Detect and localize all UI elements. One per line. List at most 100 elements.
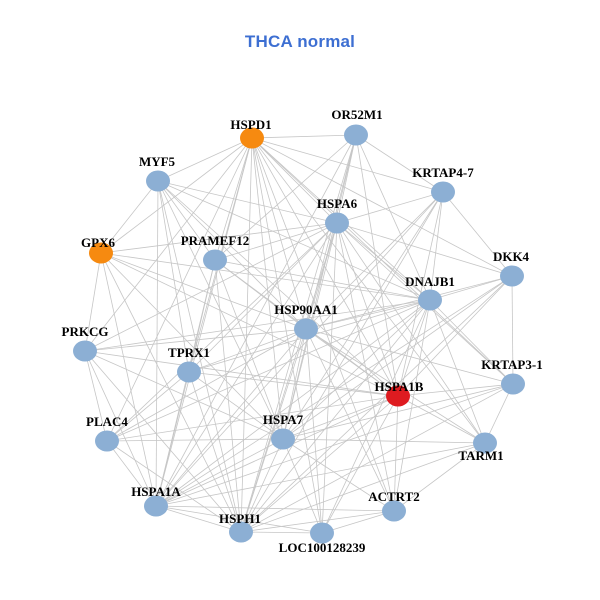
edge [214, 137, 253, 261]
edge [106, 440, 242, 533]
edge [251, 137, 513, 277]
edge [84, 252, 102, 352]
edge [282, 275, 513, 440]
node-label-DNAJB1: DNAJB1 [405, 274, 455, 289]
edge [84, 350, 284, 440]
edge [240, 191, 444, 533]
edge [429, 299, 514, 385]
edge [155, 395, 399, 507]
edge [336, 222, 395, 512]
edge [321, 299, 431, 534]
node-label-TPRX1: TPRX1 [168, 345, 210, 360]
node-GPX6 [89, 242, 113, 264]
node-TARM1 [473, 432, 497, 454]
edge [100, 252, 399, 397]
edge [305, 328, 323, 534]
node-label-GPX6: GPX6 [81, 235, 115, 250]
edge [214, 259, 284, 440]
edge [84, 350, 108, 442]
edge [155, 505, 242, 533]
node-ACTRT2 [382, 500, 406, 522]
edge [240, 299, 431, 533]
node-KRTAP3-1 [501, 373, 525, 395]
edge [355, 134, 431, 301]
edge [155, 299, 431, 507]
node-HSPA7 [271, 428, 295, 450]
edge [393, 395, 399, 512]
edge [251, 137, 444, 193]
edge [251, 137, 395, 512]
edge [240, 222, 338, 533]
edge [188, 371, 399, 397]
node-PRAMEF12 [203, 249, 227, 271]
edge [251, 137, 338, 224]
edge [106, 299, 431, 442]
node-label-PRAMEF12: PRAMEF12 [181, 233, 250, 248]
edge [106, 395, 399, 442]
node-HSPA6 [325, 212, 349, 234]
edge [157, 180, 399, 397]
edge [106, 371, 190, 442]
edge [157, 180, 431, 301]
edge [321, 510, 395, 534]
edge [155, 134, 357, 507]
edge [397, 383, 514, 397]
edge [157, 137, 253, 182]
node-label-HSPH1: HSPH1 [219, 511, 261, 526]
node-label-ACTRT2: ACTRT2 [368, 489, 420, 504]
edge [305, 275, 513, 330]
edge [511, 275, 514, 385]
edge [321, 395, 399, 534]
edge [282, 191, 444, 440]
node-TPRX1 [177, 361, 201, 383]
edge [282, 438, 395, 512]
edge [240, 395, 399, 533]
edge [155, 505, 395, 512]
edge [393, 299, 431, 512]
node-label-HSPA6: HSPA6 [317, 196, 358, 211]
edge [84, 222, 338, 352]
edge [251, 137, 323, 534]
node-HSP90AA1 [294, 318, 318, 340]
edge [240, 275, 513, 533]
edge [282, 134, 357, 440]
edge [336, 222, 513, 277]
edge [157, 180, 284, 440]
edge [155, 442, 486, 507]
edge [157, 180, 338, 224]
edge [188, 371, 284, 440]
edge [305, 328, 514, 385]
edge [429, 275, 513, 301]
edge [336, 222, 486, 444]
node-label-HSP90AA1: HSP90AA1 [274, 302, 338, 317]
edge [100, 252, 284, 440]
edge [429, 191, 444, 301]
edge [100, 137, 253, 254]
edge [321, 222, 338, 534]
node-HSPA1B [386, 385, 410, 407]
edge [155, 275, 513, 507]
node-OR52M1 [344, 124, 368, 146]
edge [214, 222, 338, 261]
edge [106, 328, 307, 442]
node-MYF5 [146, 170, 170, 192]
edge [397, 395, 486, 444]
edge [100, 252, 157, 507]
edge [397, 299, 431, 397]
edge [155, 505, 323, 534]
node-label-KRTAP3-1: KRTAP3-1 [481, 357, 542, 372]
node-label-HSPA7: HSPA7 [263, 412, 304, 427]
edge [484, 383, 514, 444]
edge [214, 259, 242, 533]
node-KRTAP4-7 [431, 181, 455, 203]
node-label-PRKCG: PRKCG [62, 324, 109, 339]
node-DNAJB1 [418, 289, 442, 311]
node-label-OR52M1: OR52M1 [331, 107, 382, 122]
node-label-HSPD1: HSPD1 [230, 117, 271, 132]
edge [157, 180, 242, 533]
edge [282, 395, 399, 440]
edge [442, 191, 513, 277]
node-PRKCG [73, 340, 97, 362]
edge [106, 440, 157, 507]
